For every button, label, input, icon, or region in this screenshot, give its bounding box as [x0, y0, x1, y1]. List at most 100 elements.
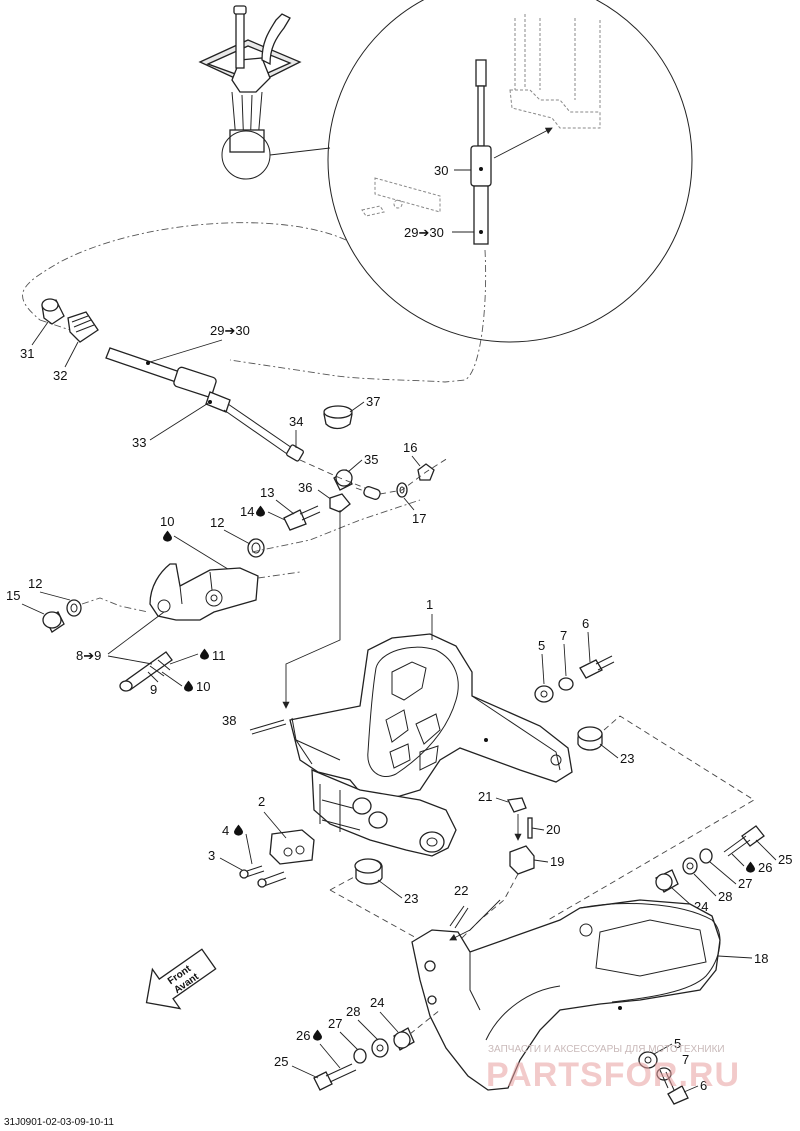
- callout-6b: 6: [700, 1078, 707, 1093]
- callout-5b: 5: [674, 1036, 681, 1051]
- callout-7: 7: [560, 628, 567, 643]
- watermark-tagline: ЗАПЧАСТИ И АКСЕССУАРЫ ДЛЯ МОТОТЕХНИКИ: [488, 1044, 725, 1055]
- drawing-code: 31J0901-02-03-09-10-11: [4, 1117, 114, 1128]
- oil-drop-icon: [163, 530, 172, 542]
- part-36-nut: [329, 493, 351, 513]
- callout-27: 27: [738, 876, 752, 891]
- part-35b-rod-end: [363, 486, 381, 500]
- callout-28: 28: [718, 889, 732, 904]
- part-12-bushing: [247, 538, 265, 558]
- part-1-swivel-bracket: [289, 633, 573, 801]
- callout-36: 36: [298, 480, 312, 495]
- part-27b-washer: [353, 1048, 367, 1064]
- callout-14: 14: [240, 504, 254, 519]
- part-18-clamp-bracket: [411, 899, 721, 1091]
- part-28-washer: [682, 857, 698, 875]
- part-35-ball-joint: [333, 469, 353, 491]
- part-38-pin: [249, 719, 287, 735]
- part-23b-bushing: [354, 858, 383, 885]
- callout-33: 33: [132, 435, 146, 450]
- part-21-clip: [507, 797, 527, 813]
- oil-drop-icon: [234, 824, 243, 836]
- part-9-pin: [119, 651, 173, 692]
- callout-22: 22: [454, 883, 468, 898]
- callout-23b: 23: [404, 891, 418, 906]
- oil-drop-icon: [256, 505, 265, 517]
- callout-26: 26: [758, 860, 772, 875]
- part-6-bolt: [579, 655, 615, 679]
- part-19-block: [509, 845, 535, 875]
- detail-callout-large-circle: [327, 0, 693, 343]
- callout-7b: 7: [682, 1052, 689, 1067]
- callout-25b: 25: [274, 1054, 288, 1069]
- cable-end-detail: [361, 14, 601, 245]
- callout-17: 17: [412, 511, 426, 526]
- part-32-nut: [67, 311, 99, 343]
- callout-32: 32: [53, 368, 67, 383]
- callout-2: 2: [258, 794, 265, 809]
- part-1-lower-housing: [311, 769, 457, 857]
- callout-29-30: 29➔30: [210, 323, 250, 338]
- watermark-brand: PARTSFOR.RU: [486, 1056, 740, 1094]
- part-12b-bushing: [66, 599, 82, 617]
- callout-25: 25: [778, 852, 792, 867]
- callout-26b: 26: [296, 1028, 310, 1043]
- part-2-plate: [269, 829, 315, 865]
- callout-16: 16: [403, 440, 417, 455]
- callout-27b: 27: [328, 1016, 342, 1031]
- callout-10b: 10: [196, 679, 210, 694]
- callout-12: 12: [210, 515, 224, 530]
- callout-8-9: 8➔9: [76, 648, 101, 663]
- oil-drop-icon: [313, 1029, 322, 1041]
- part-13-bolt: [283, 505, 321, 531]
- part-5-washer: [534, 685, 554, 703]
- callout-28b: 28: [346, 1004, 360, 1019]
- shift-lever-assembly: [198, 5, 302, 153]
- callout-18: 18: [754, 951, 768, 966]
- oil-drop-icon: [184, 680, 193, 692]
- cable-routing-line: [22, 222, 487, 383]
- callout-37: 37: [366, 394, 380, 409]
- part-33-shift-cable: [105, 347, 304, 462]
- callout-19: 19: [550, 854, 564, 869]
- part-28b-washer: [371, 1038, 389, 1058]
- callout-20: 20: [546, 822, 560, 837]
- callout-1: 1: [426, 597, 433, 612]
- part-25-bolt: [723, 825, 765, 857]
- part-22-screw: [449, 905, 469, 929]
- part-15-cap: [42, 611, 65, 633]
- part-24b-spacer: [393, 1027, 415, 1051]
- part-3-screw: [239, 865, 287, 888]
- part-27-washer: [699, 848, 713, 864]
- callout-5: 5: [538, 638, 545, 653]
- callout-12b: 12: [28, 576, 42, 591]
- part-24-spacer: [655, 869, 679, 893]
- callout-29-30-detail: 29➔30: [404, 225, 444, 240]
- callout-31: 31: [20, 346, 34, 361]
- callout-15: 15: [6, 588, 20, 603]
- oil-drop-icon: [746, 861, 755, 873]
- part-31-cap: [41, 298, 65, 325]
- callout-6: 6: [582, 616, 589, 631]
- part-25b-bolt: [313, 1063, 357, 1091]
- part-7-washer: [558, 677, 574, 691]
- callout-13: 13: [260, 485, 274, 500]
- oil-drop-icon: [200, 648, 209, 660]
- shift-arm-lever: [149, 563, 259, 621]
- callout-21: 21: [478, 789, 492, 804]
- callout-30: 30: [434, 163, 448, 178]
- part-20-pin: [527, 817, 533, 839]
- part-23-bushing: [577, 726, 603, 751]
- callout-35: 35: [364, 452, 378, 467]
- callout-34: 34: [289, 414, 303, 429]
- callout-4: 4: [222, 823, 229, 838]
- part-6b-bolt: [659, 1069, 689, 1105]
- callout-10: 10: [160, 514, 174, 529]
- callout-9: 9: [150, 682, 157, 697]
- callout-23: 23: [620, 751, 634, 766]
- part-5b-washer: [638, 1051, 658, 1069]
- part-37-clip: [323, 405, 353, 430]
- callout-3: 3: [208, 848, 215, 863]
- callout-38: 38: [222, 713, 236, 728]
